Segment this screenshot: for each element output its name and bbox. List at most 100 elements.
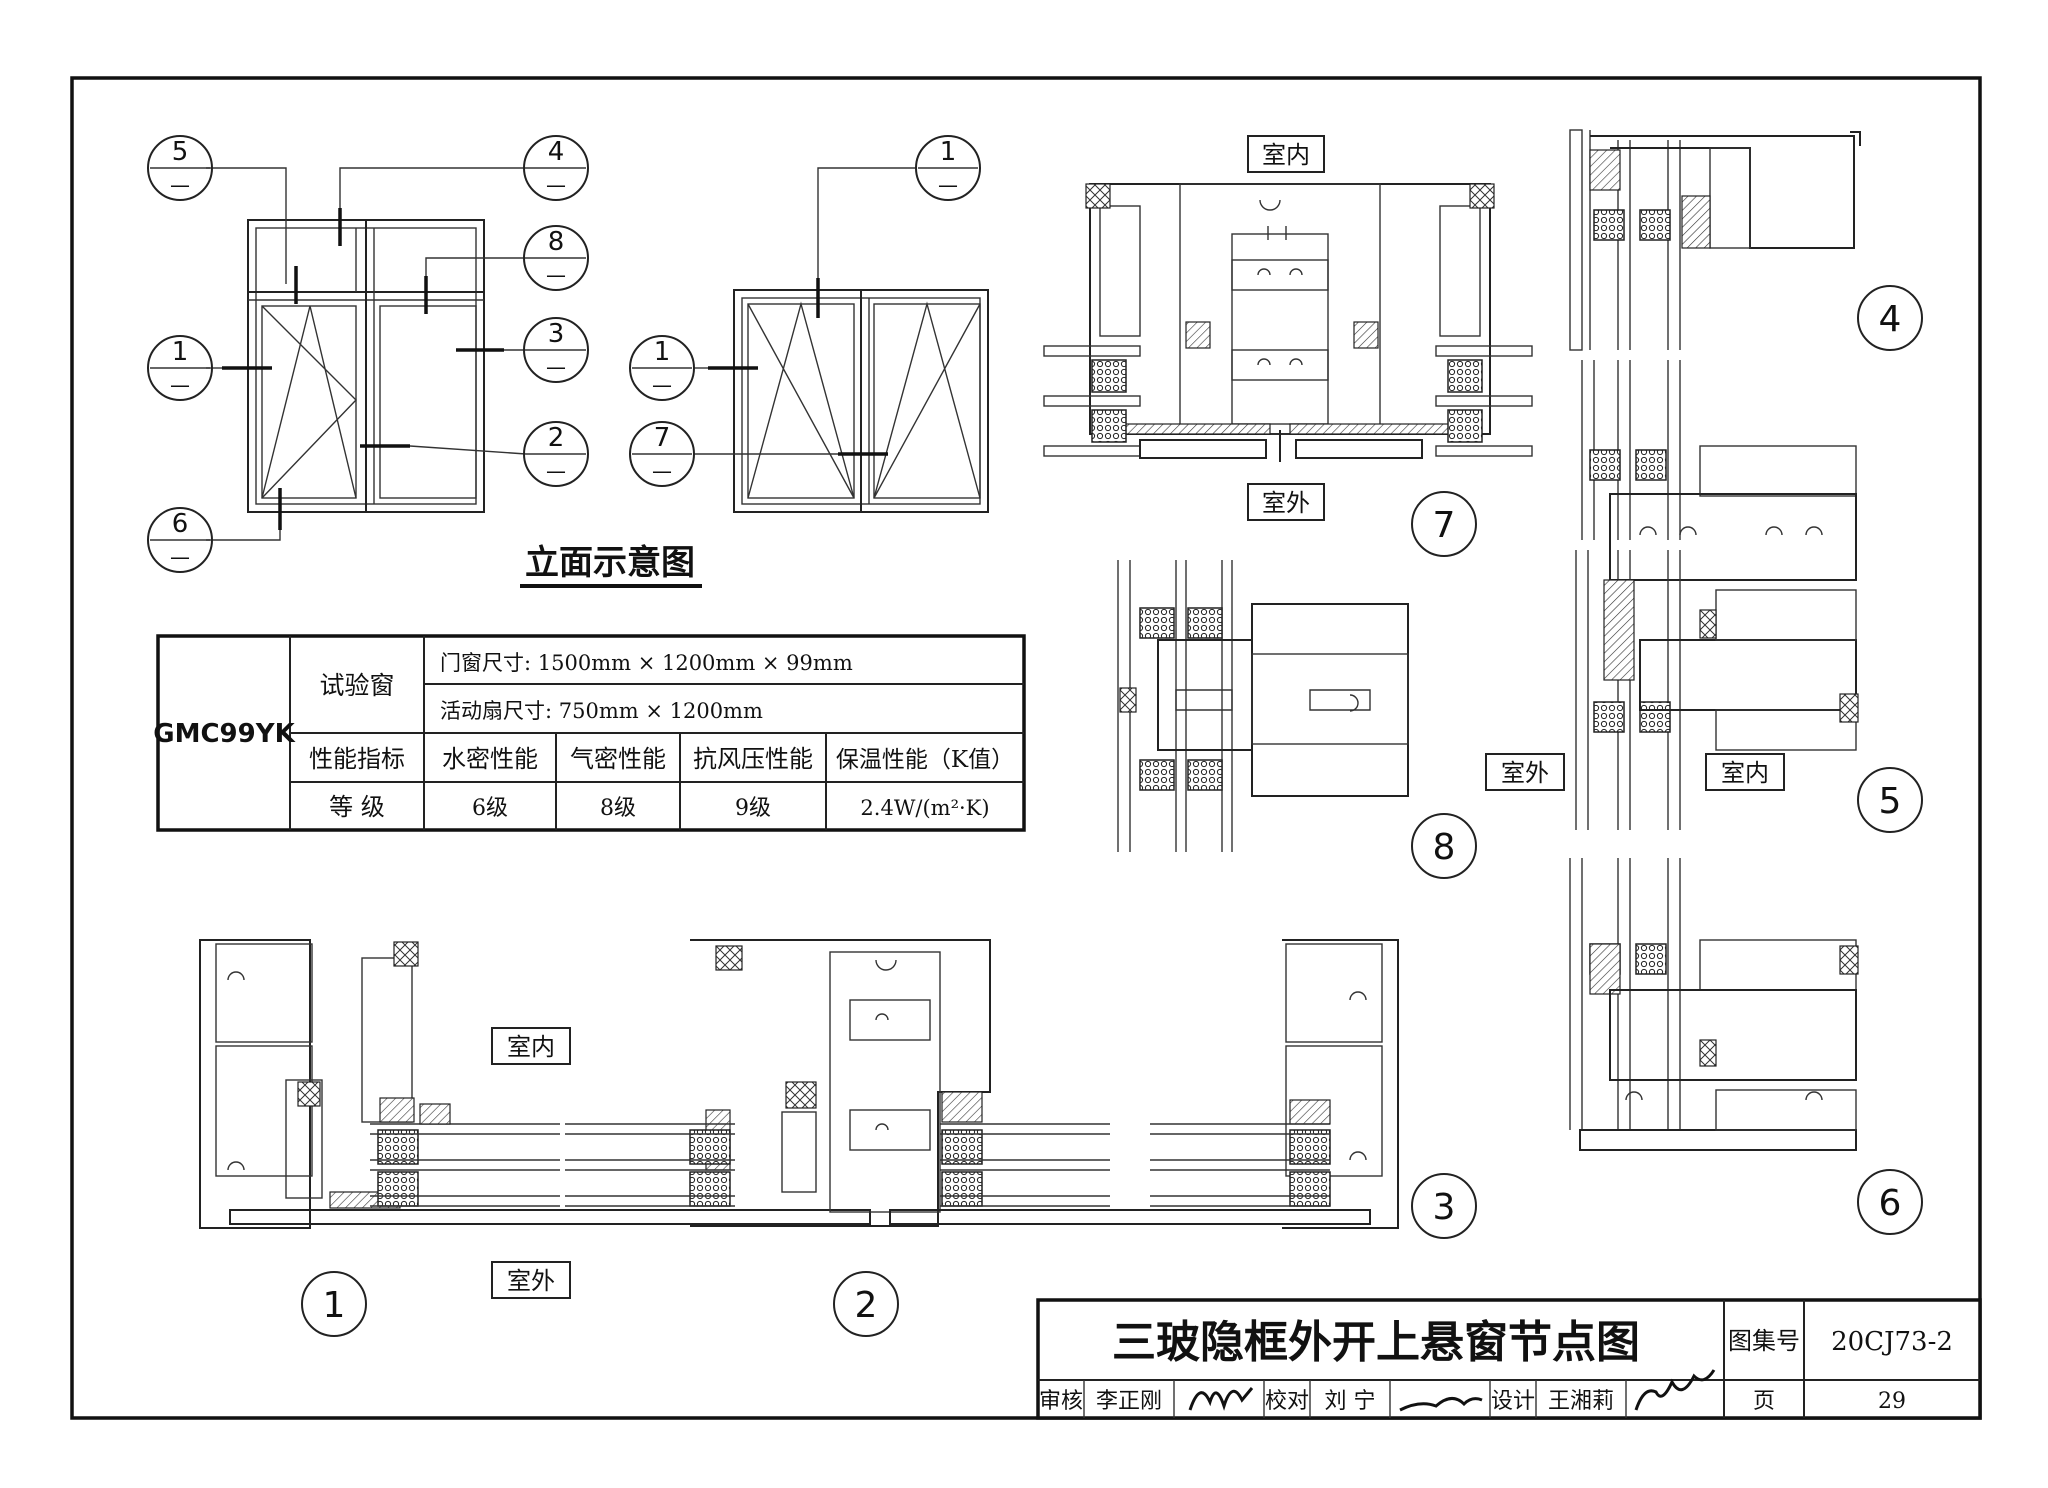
detail-number-2-text: 2 [855,1285,878,1326]
bottom-outdoor-label: 室外 [507,1267,555,1295]
detail-number-8-text: 8 [1433,827,1456,868]
spec-window-size: 门窗尺寸: 1500mm × 1200mm × 99mm [440,651,853,675]
detail-number-1: 1 [301,1271,367,1337]
spec-test-window: 试验窗 [319,671,394,700]
design-label: 设计 [1491,1389,1535,1414]
detail-2-section [565,939,1371,1227]
spec-grade-thermal: 2.4W/(m²·K) [860,796,989,820]
callout-1-number: 1 [172,337,189,367]
detail-number-6: 6 [1857,1169,1923,1235]
spec-header-0: 性能指标 [309,745,405,773]
callout-1-top: 1 — [915,135,981,201]
detail-5-outdoor-box [1485,753,1565,791]
callout-2-den: — [546,459,566,483]
callout-6-number: 6 [172,509,189,539]
callout-1-right-den: — [652,373,672,397]
reviewer-signature [1188,1387,1254,1411]
callout-5-den: — [170,173,190,197]
page-number: 29 [1878,1389,1906,1414]
elevation-title: 立面示意图 [525,543,695,583]
detail-number-8: 8 [1411,813,1477,879]
callout-1-top-number: 1 [940,137,957,167]
callout-7: 7 — [629,421,695,487]
atlas-label: 图集号 [1728,1327,1800,1355]
callout-7-den: — [652,459,672,483]
callout-1-den: — [170,373,190,397]
detail-4-section [1569,129,1861,351]
spec-header-3: 抗风压性能 [693,745,813,773]
callout-3: 3 — [523,317,589,383]
detail-number-4: 4 [1857,285,1923,351]
detail-number-3: 3 [1411,1173,1477,1239]
detail-number-7: 7 [1411,491,1477,557]
detail-number-3-text: 3 [1433,1187,1456,1228]
designer-signature [1634,1369,1716,1411]
callout-3-number: 3 [548,319,565,349]
callout-4: 4 — [523,135,589,201]
callout-2-number: 2 [548,423,565,453]
callout-1-right: 1 — [629,335,695,401]
callout-5-number: 5 [172,137,189,167]
designer-name: 王湘莉 [1548,1389,1614,1414]
callout-4-den: — [546,173,566,197]
callout-6: 6 — [147,507,213,573]
sheet-border [70,76,1982,1420]
detail-number-1-text: 1 [323,1285,346,1326]
spec-header-2: 气密性能 [570,745,666,773]
elevation-window-left [206,167,527,541]
bottom-indoor-label: 室内 [507,1033,555,1061]
detail-7-indoor-label: 室内 [1262,141,1310,169]
callout-6-den: — [170,545,190,569]
detail-8-section [1117,560,1409,852]
reviewer-name: 李正刚 [1096,1389,1162,1414]
detail-7-outdoor-box [1247,483,1325,521]
detail-number-5-text: 5 [1879,781,1902,822]
drawing-title: 三玻隐框外开上悬窗节点图 [1112,1317,1640,1368]
detail-5-section [1575,360,1859,830]
detail-number-2: 2 [833,1271,899,1337]
atlas-number: 20CJ73-2 [1831,1327,1953,1357]
callout-4-number: 4 [548,137,565,167]
detail-7-outdoor-label: 室外 [1262,489,1310,517]
check-label: 校对 [1265,1389,1309,1414]
detail-6-section [1569,858,1859,1151]
callout-8-den: — [546,263,566,287]
detail-3-section [1150,939,1399,1229]
callout-8-number: 8 [548,227,565,257]
checker-signature [1399,1397,1483,1412]
checker-name: 刘 宁 [1325,1389,1376,1414]
callout-7-number: 7 [654,423,671,453]
bottom-outdoor-box [491,1261,571,1299]
detail-5-indoor-label: 室内 [1721,759,1769,787]
spec-grade-wind: 9级 [735,796,771,821]
detail-1-section [199,939,871,1229]
spec-model: GMC99YK [153,719,295,749]
spec-header-1: 水密性能 [442,745,538,773]
callout-5: 5 — [147,135,213,201]
spec-header-4: 保温性能（K值） [836,747,1014,773]
detail-5-indoor-box [1705,753,1785,791]
bottom-indoor-box [491,1027,571,1065]
detail-7-section [1043,183,1533,462]
detail-5-outdoor-label: 室外 [1501,759,1549,787]
spec-grade-label: 等 级 [329,793,385,821]
page-label: 页 [1753,1389,1775,1414]
spec-grade-water: 6级 [472,796,508,821]
spec-table: GMC99YK 试验窗 门窗尺寸: 1500mm × 1200mm × 99mm… [153,634,1026,832]
spec-grade-air: 8级 [600,796,636,821]
callout-8: 8 — [523,225,589,291]
callout-3-den: — [546,355,566,379]
detail-number-4-text: 4 [1879,299,1902,340]
callout-1-top-den: — [938,173,958,197]
callout-2: 2 — [523,421,589,487]
elevation-window-right [694,167,989,513]
detail-number-7-text: 7 [1433,505,1456,546]
callout-1-right-number: 1 [654,337,671,367]
detail-7-indoor-box [1247,135,1325,173]
spec-sash-size: 活动扇尺寸: 750mm × 1200mm [440,699,763,723]
detail-number-6-text: 6 [1879,1183,1902,1224]
review-label: 审核 [1039,1389,1083,1414]
callout-1-left: 1 — [147,335,213,401]
detail-number-5: 5 [1857,767,1923,833]
